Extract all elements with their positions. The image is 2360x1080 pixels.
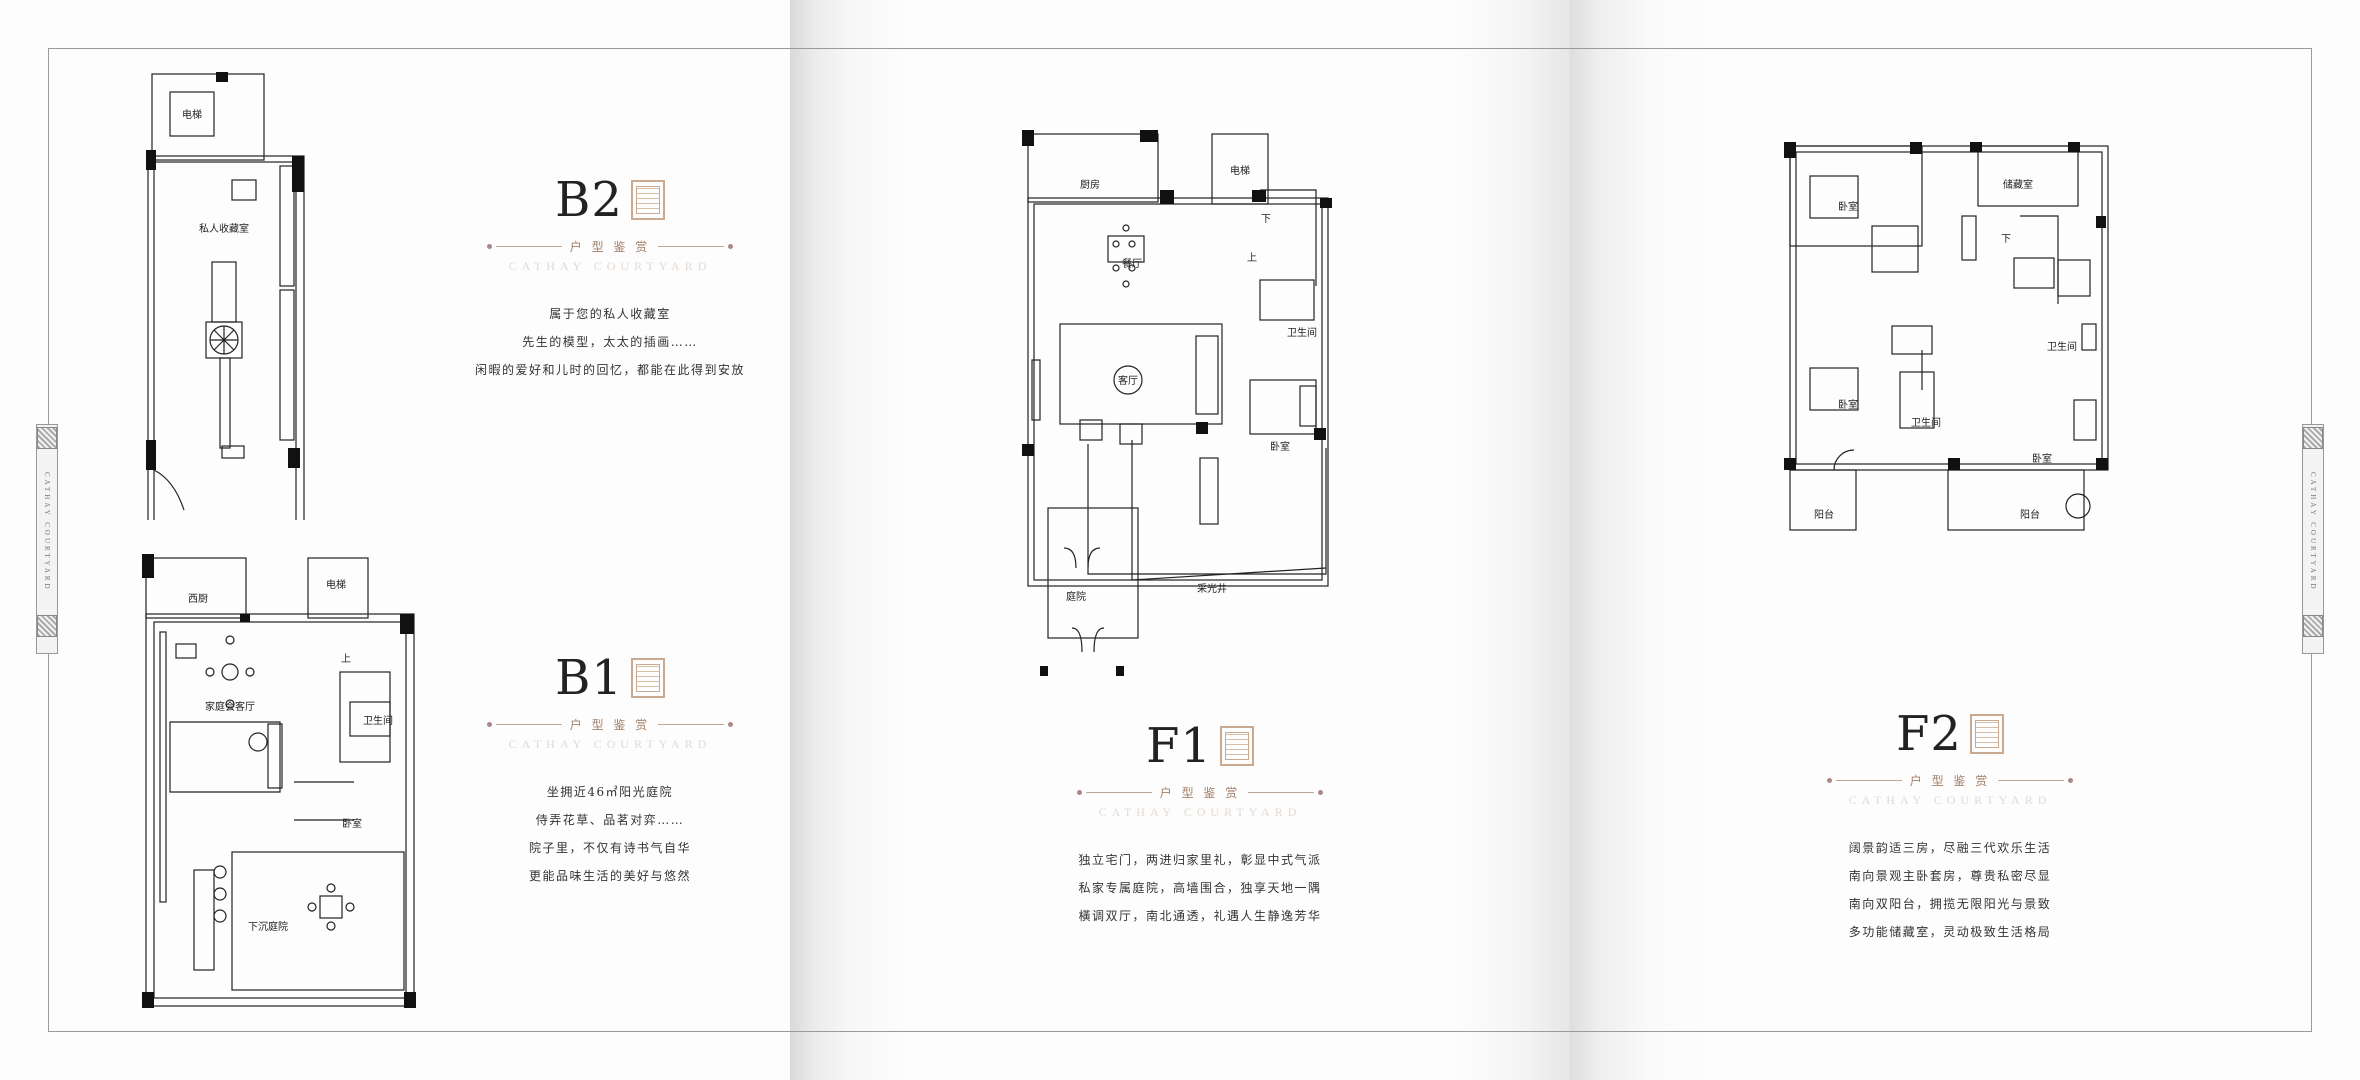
floor-heading: F1 xyxy=(1146,722,1254,770)
room-label-elevator: 电梯 xyxy=(1230,164,1250,177)
room-label-elevator: 电梯 xyxy=(326,578,346,591)
floor-block-f1: F1 户 型 鉴 赏 CATHAY COURTYARD 独立宅门，两进归家里礼，… xyxy=(1040,722,1360,930)
floorplan-b2: 电梯 私人收藏室 xyxy=(146,72,305,520)
room-label-western-kitchen: 西厨 xyxy=(188,593,208,605)
floor-description: 属于您的私人收藏室 先生的模型，太太的插画…… 闲暇的爱好和儿时的回忆，都能在此… xyxy=(450,300,770,384)
side-tab-left: CATHAY COURTYARD xyxy=(36,424,58,654)
desc-line: 院子里，不仅有诗书气自华 xyxy=(528,841,691,855)
floor-heading: F2 xyxy=(1896,710,2004,758)
floor-label: B2 xyxy=(555,172,623,228)
brand-en: CATHAY COURTYARD xyxy=(1098,805,1302,819)
floor-block-b1: B1 户 型 鉴 赏 CATHAY COURTYARD 坐拥近46㎡阳光庭院 侍… xyxy=(450,654,770,890)
badge-sub: 户 型 鉴 赏 xyxy=(1909,774,1991,788)
desc-line: 属于您的私人收藏室 xyxy=(549,307,671,321)
desc-line: 坐拥近46㎡阳光庭院 xyxy=(546,785,674,799)
knot-icon xyxy=(2303,427,2323,449)
stair-up-label: 上 xyxy=(1247,252,1257,264)
room-label-balcony-2: 阳台 xyxy=(2020,508,2040,521)
room-label-bath: 卫生间 xyxy=(1287,326,1317,339)
desc-line: 南向景观主卧套房，尊贵私密尽显 xyxy=(1848,869,2052,883)
brochure-page-middle xyxy=(790,0,1570,1080)
desc-line: 南向双阳台，拥揽无限阳光与景致 xyxy=(1848,897,2052,911)
room-label-bath-1: 卫生间 xyxy=(2047,340,2077,353)
room-label-bedroom: 卧室 xyxy=(1270,440,1290,453)
badge-sub: 户 型 鉴 赏 xyxy=(569,240,651,254)
room-label-bath-2: 卫生间 xyxy=(1911,416,1941,429)
seal-icon xyxy=(1969,714,2004,754)
floorplan-f1: 厨房 电梯 餐厅 客厅 卫生间 卧室 庭院 采光井 上 下 xyxy=(1022,130,1332,676)
side-tab-text: CATHAY COURTYARD xyxy=(2309,472,2317,592)
room-label-family-room: 家庭会客厅 xyxy=(205,700,255,713)
floor-label: F2 xyxy=(1896,706,1962,762)
floor-description: 独立宅门，两进归家里礼，彰显中式气派 私家专属庭院，高墙围合，独享天地一隅 橫调… xyxy=(1040,846,1360,930)
badge-rule: 户 型 鉴 赏 xyxy=(450,716,770,733)
badge-rule: 户 型 鉴 赏 xyxy=(1790,772,2110,789)
badge-rule: 户 型 鉴 赏 xyxy=(450,238,770,255)
room-label-bedroom: 卧室 xyxy=(342,817,362,830)
room-label-bedroom-2: 卧室 xyxy=(1838,398,1858,411)
desc-line: 独立宅门，两进归家里礼，彰显中式气派 xyxy=(1078,853,1322,867)
room-label-dining: 餐厅 xyxy=(1122,257,1142,270)
brochure-page-right xyxy=(1570,0,2360,1080)
room-label-storage: 储藏室 xyxy=(2003,178,2033,191)
brand-en: CATHAY COURTYARD xyxy=(508,259,712,273)
floorplan-f2: 卧室 储藏室 卫生间 卧室 卫生间 卧室 阳台 阳台 下 xyxy=(1784,142,2109,531)
badge-rule: 户 型 鉴 赏 xyxy=(1040,784,1360,801)
floor-label: B1 xyxy=(555,650,623,706)
room-label-living: 客厅 xyxy=(1118,374,1138,387)
room-label-lightwell: 采光井 xyxy=(1197,582,1227,595)
knot-icon xyxy=(37,427,57,449)
stair-down-label: 下 xyxy=(2001,234,2011,245)
floor-heading: B2 xyxy=(555,176,665,224)
desc-line: 多功能储藏室，灵动极致生活格局 xyxy=(1848,925,2052,939)
floor-heading: B1 xyxy=(555,654,665,702)
badge-sub: 户 型 鉴 赏 xyxy=(1159,786,1241,800)
room-label-sunken-court: 下沉庭院 xyxy=(248,920,288,933)
floor-block-b2: B2 户 型 鉴 赏 CATHAY COURTYARD 属于您的私人收藏室 先生… xyxy=(450,176,770,384)
desc-line: 私家专属庭院，高墙围合，独享天地一隅 xyxy=(1078,881,1322,895)
desc-line: 橫调双厅，南北通透，礼遇人生静逸芳华 xyxy=(1078,909,1322,923)
room-label-bath: 卫生间 xyxy=(363,714,393,727)
room-label-balcony-1: 阳台 xyxy=(1814,508,1834,521)
seal-icon xyxy=(630,180,665,220)
desc-line: 侍弄花草、品茗对弈…… xyxy=(535,813,685,827)
desc-line: 先生的模型，太太的插画…… xyxy=(522,335,698,349)
room-label-bedroom-3: 卧室 xyxy=(2032,452,2052,465)
side-tab-text: CATHAY COURTYARD xyxy=(43,472,51,592)
floor-description: 坐拥近46㎡阳光庭院 侍弄花草、品茗对弈…… 院子里，不仅有诗书气自华 更能品味… xyxy=(450,778,770,890)
stair-down-label: 下 xyxy=(1261,214,1271,225)
desc-line: 阔景韵适三房，尽融三代欢乐生活 xyxy=(1848,841,2052,855)
seal-icon xyxy=(1219,726,1254,766)
room-label-elevator: 电梯 xyxy=(182,108,202,121)
brand-en: CATHAY COURTYARD xyxy=(1848,793,2052,807)
seal-icon xyxy=(630,658,665,698)
knot-icon xyxy=(2303,615,2323,637)
badge-sub: 户 型 鉴 赏 xyxy=(569,718,651,732)
floor-description: 阔景韵适三房，尽融三代欢乐生活 南向景观主卧套房，尊贵私密尽显 南向双阳台，拥揽… xyxy=(1790,834,2110,946)
floor-block-f2: F2 户 型 鉴 赏 CATHAY COURTYARD 阔景韵适三房，尽融三代欢… xyxy=(1790,710,2110,946)
room-label-bedroom-1: 卧室 xyxy=(1838,200,1858,213)
room-label-courtyard: 庭院 xyxy=(1066,590,1086,603)
room-label-collection: 私人收藏室 xyxy=(199,222,249,235)
floor-label: F1 xyxy=(1146,718,1212,774)
desc-line: 更能品味生活的美好与悠然 xyxy=(528,869,691,883)
room-label-kitchen: 厨房 xyxy=(1080,178,1100,191)
stair-up-label: 上 xyxy=(341,653,351,665)
desc-line: 闲暇的爱好和儿时的回忆，都能在此得到安放 xyxy=(474,363,745,377)
side-tab-right: CATHAY COURTYARD xyxy=(2302,424,2324,654)
floorplan-b1: 电梯 西厨 家庭会客厅 卫生间 卧室 下沉庭院 上 xyxy=(142,554,416,1008)
brand-en: CATHAY COURTYARD xyxy=(508,737,712,751)
knot-icon xyxy=(37,615,57,637)
